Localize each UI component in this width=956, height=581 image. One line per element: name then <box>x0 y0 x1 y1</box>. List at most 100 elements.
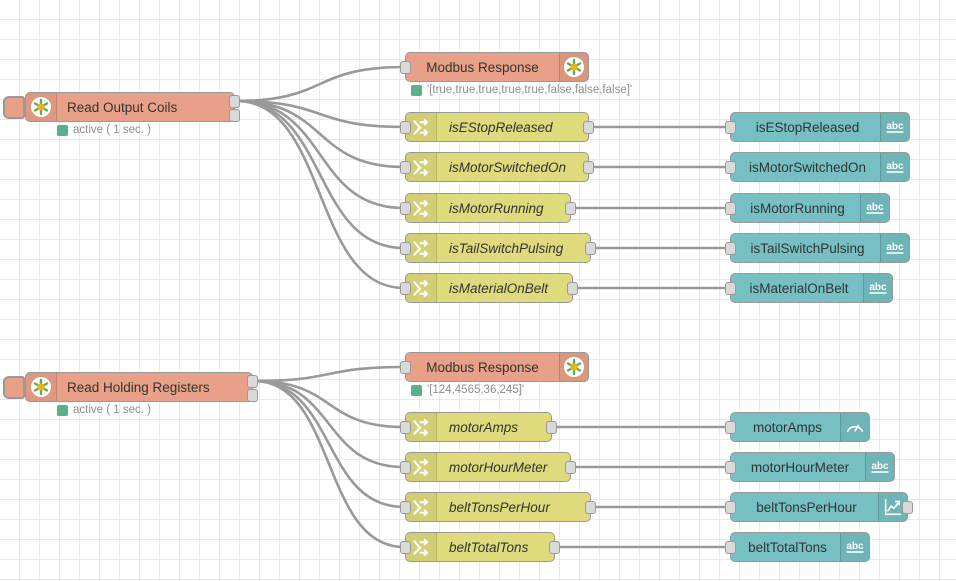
output-port[interactable] <box>583 161 594 174</box>
switch-icon <box>406 493 437 521</box>
input-port[interactable] <box>400 61 411 74</box>
function-node[interactable]: isMotorRunning <box>400 193 576 223</box>
output-port[interactable] <box>247 389 258 402</box>
input-port[interactable] <box>400 242 411 255</box>
wire <box>234 99 406 169</box>
wire <box>252 379 406 549</box>
function-node[interactable]: beltTotalTons <box>400 532 560 562</box>
output-port[interactable] <box>549 541 560 554</box>
function-node[interactable]: motorAmps <box>400 412 557 442</box>
switch-icon <box>406 533 437 561</box>
wire <box>252 379 406 509</box>
modbus-read-node[interactable]: Read Holding Registers <box>3 372 258 402</box>
modbus-read-node[interactable]: Read Output Coils <box>3 92 240 122</box>
dashboard-widget-label: isMaterialOnBelt <box>749 280 849 296</box>
status-text: active ( 1 sec. ) <box>73 124 151 136</box>
function-node[interactable]: isEStopReleased <box>400 112 594 142</box>
wire <box>234 99 406 250</box>
svg-text:abc: abc <box>886 161 904 172</box>
switch-icon <box>406 413 437 441</box>
output-port[interactable] <box>546 421 557 434</box>
modbus-asterisk-icon <box>26 373 57 401</box>
status-dot <box>57 124 68 136</box>
input-port[interactable] <box>400 501 411 514</box>
input-port[interactable] <box>400 121 411 134</box>
function-node-label: isMotorSwitchedOn <box>449 159 567 175</box>
inject-trigger-button[interactable] <box>3 96 25 119</box>
function-node-label: motorHourMeter <box>449 459 548 475</box>
dashboard-widget-label: motorAmps <box>752 419 823 435</box>
function-node[interactable]: isTailSwitchPulsing <box>400 233 596 263</box>
dashboard-widget-node[interactable]: isMotorSwitchedOn abc <box>725 152 910 182</box>
status-text: '[124,4565,36,245]' <box>427 384 525 396</box>
svg-text:abc: abc <box>866 202 884 213</box>
dashboard-widget-node[interactable]: motorAmps <box>725 412 870 442</box>
wire <box>234 65 406 103</box>
input-port[interactable] <box>400 421 411 434</box>
modbus-response-status: '[true,true,true,true,true,false,false,f… <box>411 84 632 96</box>
modbus-asterisk-icon <box>559 353 588 381</box>
input-port[interactable] <box>725 501 736 514</box>
input-port[interactable] <box>400 461 411 474</box>
svg-text:abc: abc <box>869 282 887 293</box>
modbus-response-node[interactable]: Modbus Response <box>400 52 589 82</box>
function-node[interactable]: beltTonsPerHour <box>400 492 596 522</box>
output-port[interactable] <box>583 121 594 134</box>
input-port[interactable] <box>725 121 736 134</box>
input-port[interactable] <box>725 461 736 474</box>
dashboard-widget-label: isMotorSwitchedOn <box>748 159 867 175</box>
dashboard-widget-node[interactable]: beltTotalTons abc <box>725 532 870 562</box>
switch-icon <box>406 113 437 141</box>
abc-text-icon: abc <box>880 234 909 262</box>
input-port[interactable] <box>400 361 411 374</box>
dashboard-widget-node[interactable]: beltTonsPerHour <box>725 492 913 522</box>
dashboard-widget-label: beltTotalTons <box>748 539 827 555</box>
status-dot <box>411 84 422 96</box>
abc-text-icon: abc <box>880 113 909 141</box>
input-port[interactable] <box>725 161 736 174</box>
input-port[interactable] <box>725 541 736 554</box>
function-node[interactable]: isMotorSwitchedOn <box>400 152 594 182</box>
input-port[interactable] <box>725 242 736 255</box>
output-port[interactable] <box>229 109 240 122</box>
output-port[interactable] <box>247 375 258 388</box>
abc-text-icon: abc <box>880 153 909 181</box>
svg-text:abc: abc <box>886 121 904 132</box>
switch-icon <box>406 234 437 262</box>
inject-trigger-button[interactable] <box>3 376 25 399</box>
input-port[interactable] <box>400 202 411 215</box>
input-port[interactable] <box>725 421 736 434</box>
status-text: '[true,true,true,true,true,false,false,f… <box>427 84 633 96</box>
function-node-label: beltTonsPerHour <box>449 499 550 515</box>
output-port[interactable] <box>585 501 596 514</box>
output-port[interactable] <box>565 461 576 474</box>
svg-text:abc: abc <box>886 242 904 253</box>
wire <box>252 379 406 469</box>
status-dot <box>411 384 422 396</box>
output-port[interactable] <box>902 501 913 514</box>
abc-text-icon: abc <box>840 533 869 561</box>
function-node[interactable]: isMaterialOnBelt <box>400 273 578 303</box>
status-text: active ( 1 sec. ) <box>73 404 151 416</box>
input-port[interactable] <box>400 282 411 295</box>
dashboard-widget-node[interactable]: isMaterialOnBelt abc <box>725 273 893 303</box>
gauge-icon <box>840 413 869 441</box>
output-port[interactable] <box>567 282 578 295</box>
input-port[interactable] <box>400 541 411 554</box>
modbus-read-status: active ( 1 sec. ) <box>57 404 151 416</box>
function-node[interactable]: motorHourMeter <box>400 452 576 482</box>
switch-icon <box>406 453 437 481</box>
input-port[interactable] <box>725 282 736 295</box>
input-port[interactable] <box>400 161 411 174</box>
output-port[interactable] <box>585 242 596 255</box>
output-port[interactable] <box>565 202 576 215</box>
input-port[interactable] <box>725 202 736 215</box>
modbus-read-label: Read Holding Registers <box>67 379 210 395</box>
output-port[interactable] <box>229 95 240 108</box>
modbus-response-node[interactable]: Modbus Response <box>400 352 589 382</box>
